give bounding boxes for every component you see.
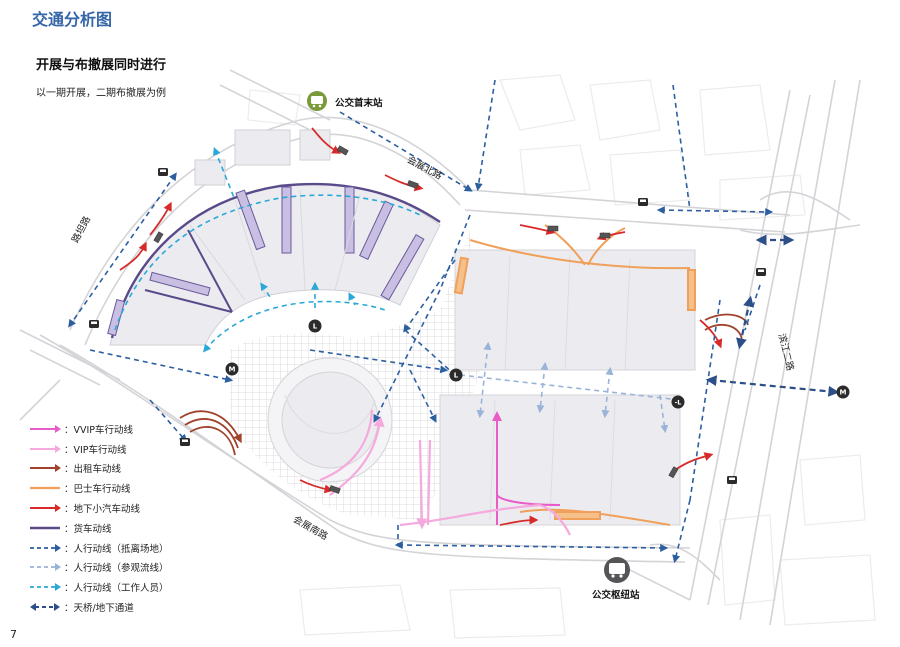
legend-label: ：货车动线 — [64, 523, 112, 535]
legend-swatch-pedestrian-visitor — [30, 563, 61, 572]
legend-item-pedestrian-arrival: ：人行动线（抵离场地） — [28, 538, 218, 558]
legend-label: ：VVIP车行动线 — [64, 424, 134, 436]
legend-swatch-vip — [30, 444, 61, 453]
page-note: 以一期开展，二期布撤展为例 — [36, 88, 166, 99]
page-number: 7 — [10, 628, 17, 641]
vvip-route — [492, 411, 561, 525]
legend-label: ：天桥/地下通道 — [64, 603, 134, 615]
legend-item-bus: ：巴士车行动线 — [28, 478, 218, 498]
neg-l-label: -L — [675, 399, 682, 407]
bus-terminal-icon — [307, 91, 327, 111]
legend-label: ：巴士车行动线 — [64, 484, 131, 496]
legend-label: ：人行动线（工作人员） — [64, 583, 169, 595]
legend-swatch-pedestrian-arrival — [30, 543, 61, 552]
metro-label-west: M — [229, 366, 236, 374]
legend-label: ：地下小汽车动线 — [64, 504, 141, 516]
legend-label: ：人行动线（抵离场地） — [64, 543, 169, 555]
bus-terminal-label: 公交首末站 — [335, 98, 383, 109]
metro-label-east: M — [840, 389, 847, 397]
bus-pictograms — [89, 168, 766, 484]
legend-swatch-vvip — [30, 424, 61, 433]
car-pictograms — [153, 145, 679, 494]
visitor-routes — [459, 341, 684, 434]
legend-swatch-taxi — [30, 464, 61, 473]
station-markers — [225, 319, 850, 409]
legend-item-taxi: ：出租车动线 — [28, 459, 218, 479]
round-arena — [267, 357, 393, 483]
legend-item-pedestrian-staff: ：人行动线（工作人员） — [28, 577, 218, 597]
west-exhibition-hall — [107, 182, 441, 346]
legend-swatch-overpass — [30, 603, 60, 612]
metro-marker-east — [836, 385, 850, 399]
staff-routes — [114, 147, 421, 353]
legend-item-pedestrian-visitor: ：人行动线（参观流线） — [28, 558, 218, 578]
page-title: 交通分析图 — [32, 10, 113, 29]
legend-item-underground-car: ：地下小汽车动线 — [28, 498, 218, 518]
legend-swatch-underground-car — [30, 504, 61, 513]
legend-item-truck: ：货车动线 — [28, 518, 218, 538]
overpass-routes — [705, 234, 840, 397]
legend-swatch-bus — [30, 487, 60, 490]
page-subtitle: 开展与布撤展同时进行 — [36, 58, 167, 73]
legend-item-overpass: ：天桥/地下通道 — [28, 597, 218, 617]
l-marker-west — [308, 319, 322, 333]
east-exhibition-halls — [439, 249, 696, 526]
metro-marker-west — [225, 362, 239, 376]
nw-buildings — [194, 129, 331, 186]
city-blocks — [247, 74, 876, 639]
legend-label: ：VIP车行动线 — [64, 444, 127, 456]
l-label-west: L — [313, 323, 318, 331]
map-legend: ：VVIP车行动线 ：VIP车行动线 ：出租车动线 ：巴士车行动线 ：地下小汽车… — [28, 419, 218, 617]
legend-label: ：人行动线（参观流线） — [64, 563, 169, 575]
legend-item-vvip: ：VVIP车行动线 — [28, 419, 218, 439]
legend-label: ：出租车动线 — [64, 464, 122, 476]
bus-hub-icon — [604, 557, 630, 583]
legend-item-vip: ：VIP车行动线 — [28, 439, 218, 459]
legend-swatch-truck — [30, 526, 60, 530]
l-marker-east — [449, 368, 463, 382]
bus-hub-label: 公交枢纽站 — [592, 590, 640, 601]
neg-l-marker — [671, 395, 685, 409]
l-label-east: L — [454, 372, 459, 380]
legend-swatch-pedestrian-staff — [30, 583, 61, 592]
